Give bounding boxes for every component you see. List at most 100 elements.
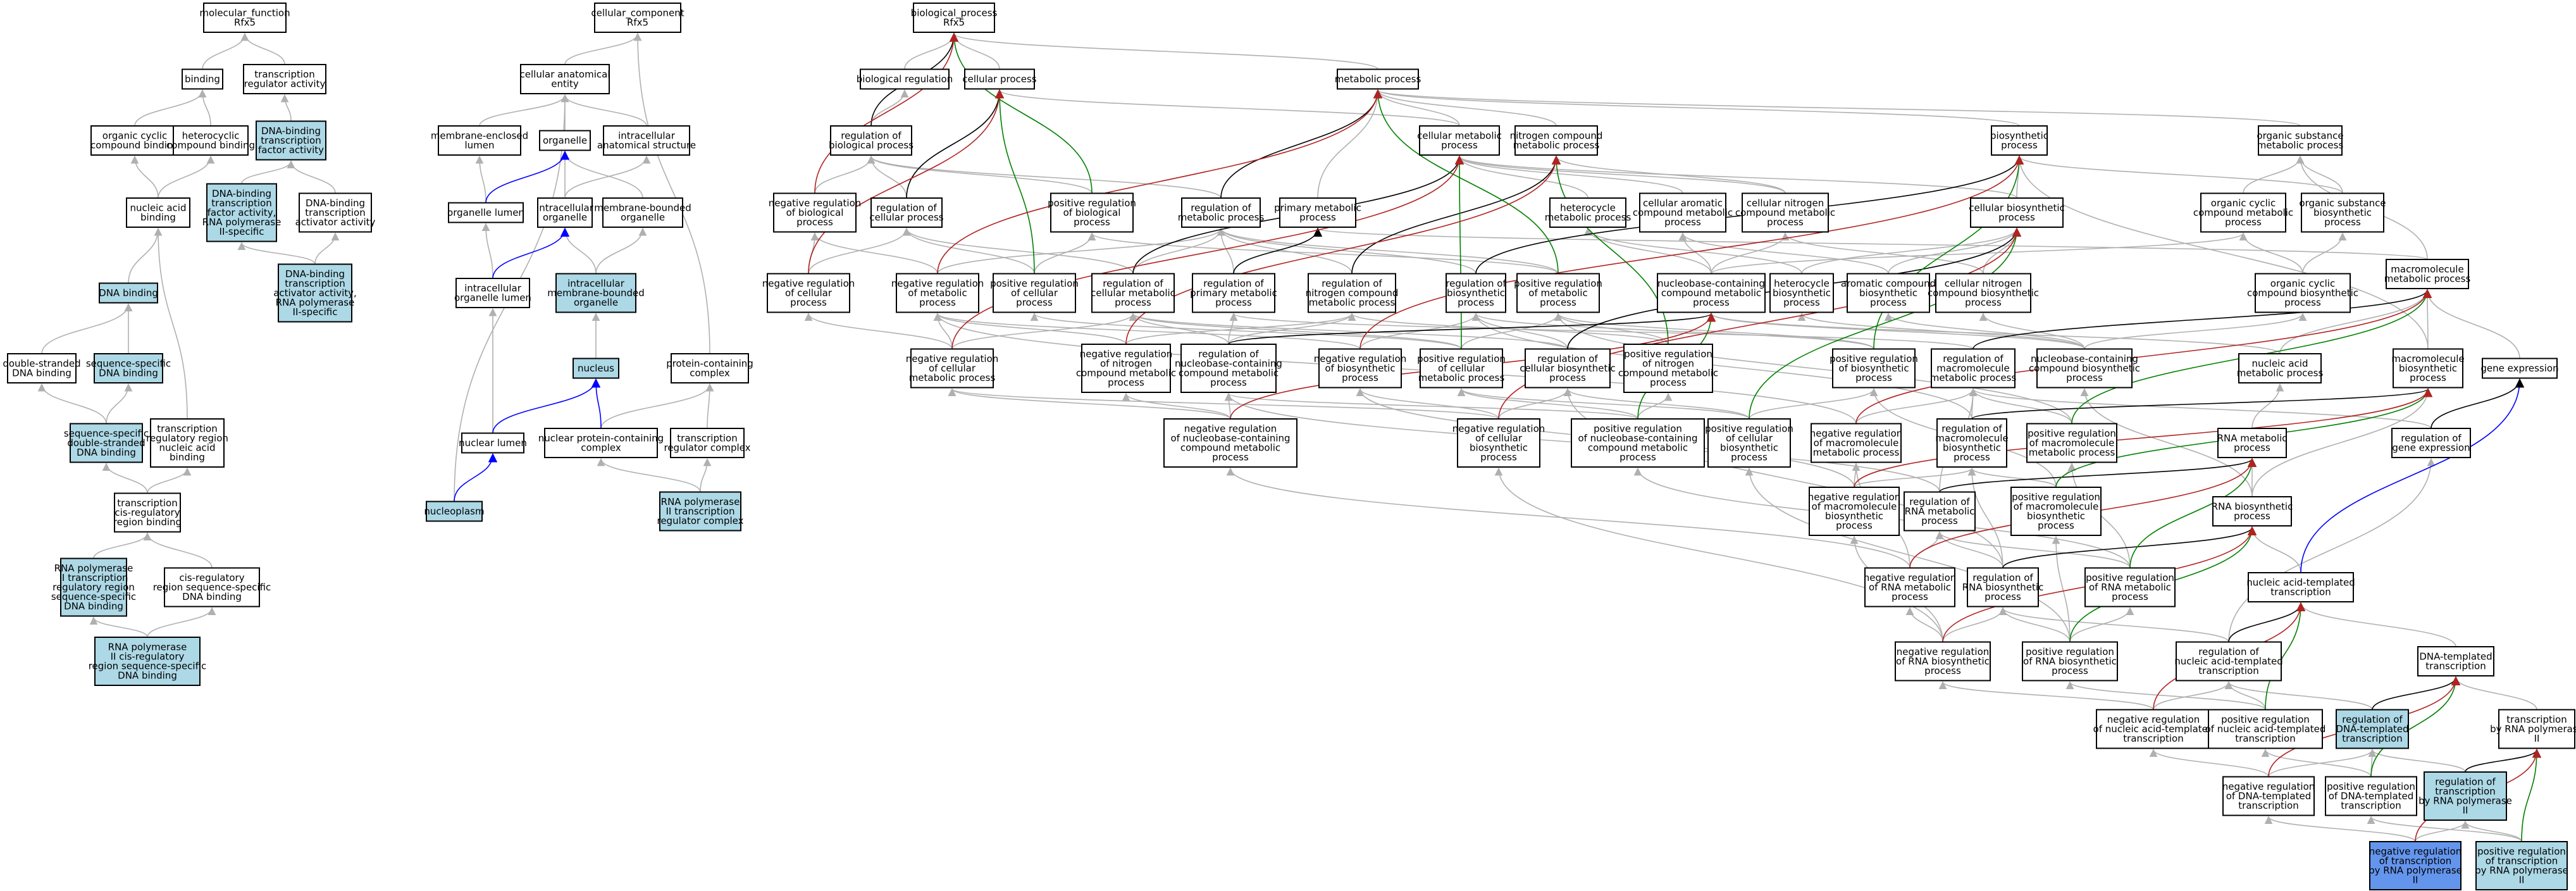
go-term-box [2026, 423, 2117, 463]
edge-is_a-tcrrb-to-ssdsdb [102, 463, 148, 494]
go-term-label: organelle lumen [447, 207, 524, 218]
edge-is_a-mbsp-to-mmp [2423, 289, 2432, 349]
edge-negatively-nrcbp-to-cbp [1498, 227, 2022, 420]
go-term-box [2336, 709, 2409, 749]
go-term-box [1931, 348, 2016, 389]
go-term-box [659, 491, 741, 532]
go-term-box [2391, 428, 2471, 458]
go-term-box [964, 68, 1035, 90]
edge-is_a-cp-to-bp [950, 32, 1000, 70]
edge-is_a-trp2-to-dtt [2451, 676, 2537, 710]
edge-is_a-prbsp-to-rbsp [1471, 313, 1874, 350]
go-term-box [278, 263, 352, 323]
go-term-box [1832, 348, 1916, 389]
go-term-box [256, 120, 326, 161]
edge-is_a-prcbp-to-rcbp [1563, 388, 1750, 420]
go-term-box [2498, 709, 2575, 749]
go-term-box [2010, 487, 2102, 536]
edge-is_a-nrncmp-to-nrmp [933, 313, 1127, 345]
edge-is_a-nrnbcmp-to-nrncmp [1122, 392, 1231, 420]
edge-is_a-nrcmp-to-rcmp [951, 313, 1137, 349]
edge-is_a-dbtaa2-to-dbtaa [314, 232, 340, 265]
edge-negatively-nrcp-to-cp [808, 89, 1005, 274]
edge-is_a-rnbcmp-to-rcmp [1129, 313, 1229, 345]
edge-is_a-prcmp-to-rcmp [1129, 313, 1462, 350]
edge-is_a-cmp-to-mp [1373, 89, 1460, 127]
go-term-box [99, 282, 158, 304]
go-term-box [767, 273, 850, 313]
go-term-box [448, 202, 524, 223]
go-term-box [60, 558, 127, 617]
edge-is_a-prmmp-to-prmp [1554, 313, 2072, 424]
go-term-nucleoplasm: nucleoplasm [424, 501, 485, 522]
go-term-ge: gene expression [2480, 358, 2559, 379]
edge-is_a-nbcmp-to-hmp [1583, 227, 1712, 274]
edge-is_a-nrrnabsp-to-nrrnamp [1905, 607, 1943, 642]
go-term-box [1308, 273, 1396, 313]
edge-is_a-io-to-ias [564, 155, 651, 199]
go-term-label: nucleus [578, 363, 614, 374]
go-term-box [438, 125, 521, 156]
go-term-nl: nuclear lumen [459, 432, 527, 454]
go-term-box [1446, 273, 1506, 313]
edge-is_a-nbccbp-to-nbcmp [1707, 313, 2085, 350]
edge-is_a-acbp-to-cacmp [1678, 232, 1889, 274]
go-term-box [555, 273, 636, 313]
edge-is_a-breg-to-bp [904, 32, 958, 70]
edge-is_a-nbccbp-to-occbp [2084, 313, 2307, 349]
edge-regulates-rmbsp-to-mbsp [1971, 388, 2432, 420]
go-term-box [2475, 841, 2568, 890]
edge-regulates-rmp-to-mp [1220, 89, 1383, 199]
edge-is_a-ias-to-cae [560, 94, 647, 127]
edge-is_a-prtrp2-to-rtrp2 [2461, 820, 2522, 842]
edge-is_a-imbo-to-io [560, 227, 597, 274]
edge-positively-prmp-to-mp [1373, 89, 1559, 274]
edge-is_a-prrnabsp-to-rrnabsp [1998, 607, 2071, 642]
edge-negatively-nrmp-to-mp [937, 89, 1383, 274]
edge-is_a-prcp-to-rcp [902, 227, 1035, 274]
go-term-organelle: organelle [539, 130, 591, 151]
edge-positively-prcp-to-cp [994, 89, 1035, 274]
go-term-box [1623, 344, 1713, 393]
edge-is_a-dnab-to-nab [128, 227, 163, 284]
edge-is_a-rp2crr-to-crrssdb [147, 607, 216, 638]
go-term-box [1935, 273, 2031, 313]
edge-is_a-rp2trc-to-trc [700, 458, 712, 492]
